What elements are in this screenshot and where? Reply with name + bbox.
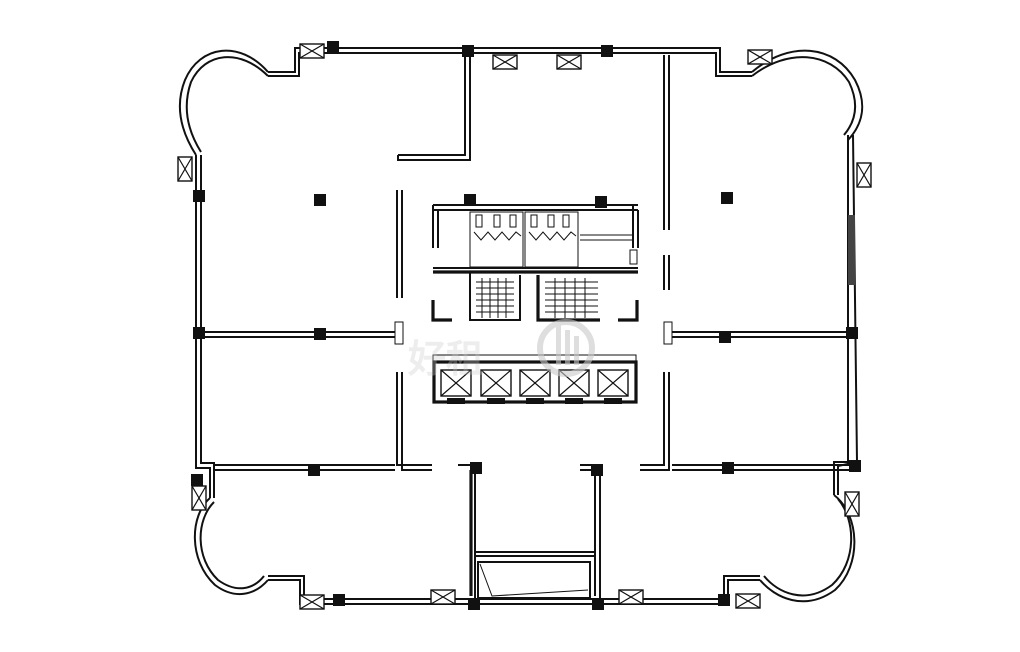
watermark-text: 好租 xyxy=(407,337,484,381)
column xyxy=(462,45,474,57)
interior-walls xyxy=(200,52,850,600)
column xyxy=(719,331,731,343)
hvac-unit xyxy=(492,54,518,70)
column xyxy=(721,192,733,204)
stair-right xyxy=(545,278,598,318)
watermark: 好租 xyxy=(407,319,595,381)
column xyxy=(314,194,326,206)
column xyxy=(327,41,339,53)
hvac-unit xyxy=(618,589,644,605)
hvac-unit xyxy=(299,594,325,610)
column xyxy=(193,327,205,339)
hvac-unit xyxy=(735,593,761,609)
column xyxy=(308,464,320,476)
building-core xyxy=(431,204,639,404)
column xyxy=(846,327,858,339)
column xyxy=(470,462,482,474)
column xyxy=(592,598,604,610)
outer-walls xyxy=(178,47,864,605)
hvac-unit xyxy=(299,43,325,59)
hvac-unit xyxy=(177,156,193,182)
hvac-units xyxy=(177,43,872,610)
restroom-right xyxy=(524,211,579,268)
hvac-unit xyxy=(747,49,773,65)
column xyxy=(591,464,603,476)
hvac-unit xyxy=(556,54,582,70)
column xyxy=(601,45,613,57)
stair-left xyxy=(469,272,521,321)
hvac-unit xyxy=(844,491,860,517)
column xyxy=(849,460,861,472)
watermark-logo-icon xyxy=(537,319,595,377)
column xyxy=(718,594,730,606)
structural-columns xyxy=(191,41,861,610)
restroom-left xyxy=(469,211,524,268)
column xyxy=(468,598,480,610)
column xyxy=(193,190,205,202)
hvac-unit xyxy=(191,485,207,511)
hvac-unit xyxy=(430,589,456,605)
column xyxy=(191,474,203,486)
column xyxy=(314,328,326,340)
column xyxy=(722,462,734,474)
column xyxy=(595,196,607,208)
column xyxy=(464,194,476,206)
hvac-unit xyxy=(856,162,872,188)
column xyxy=(333,594,345,606)
